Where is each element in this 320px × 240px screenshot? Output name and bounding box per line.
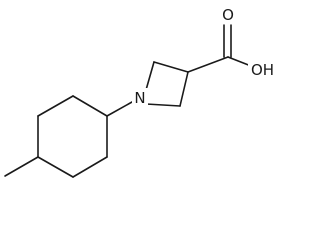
hydroxyl-label: OH bbox=[251, 61, 274, 79]
bond-methyl bbox=[4, 156, 39, 177]
nitrogen-label: N bbox=[134, 89, 145, 107]
nitrogen-label-mask bbox=[132, 88, 148, 106]
bond-c-oh bbox=[227, 56, 252, 67]
bond-n-c2 bbox=[145, 61, 155, 91]
bond-ring-1-2 bbox=[72, 95, 108, 117]
bond-ring-4-5 bbox=[37, 156, 74, 178]
bond-ring-2-3 bbox=[37, 95, 74, 117]
carbonyl-oxygen-label-mask bbox=[219, 5, 237, 24]
bonds bbox=[4, 24, 252, 178]
bond-c4-n bbox=[145, 103, 181, 107]
bond-ring-5-6 bbox=[72, 156, 108, 178]
bond-c3-c4 bbox=[179, 71, 189, 107]
hydroxyl-label-mask bbox=[248, 60, 277, 79]
bond-c2-c3 bbox=[153, 61, 189, 73]
bond-n-cyclohexyl bbox=[106, 101, 133, 117]
carbonyl-oxygen-label: O bbox=[222, 6, 234, 24]
bond-c3-carboxyl-carbon bbox=[187, 56, 229, 73]
structural-formula: N O OH bbox=[4, 5, 277, 178]
atom-labels: N O OH bbox=[132, 5, 277, 107]
